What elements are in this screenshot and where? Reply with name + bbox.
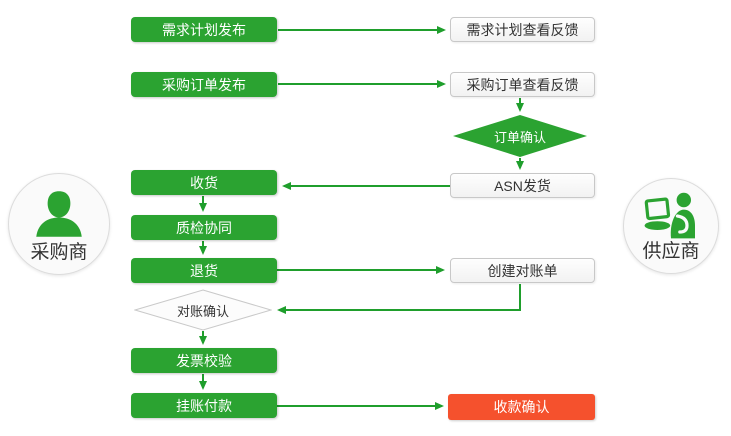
node-demand-plan-feedback: 需求计划查看反馈 [450, 17, 595, 42]
buyer-avatar: 采购商 [8, 173, 110, 275]
node-label: 收款确认 [493, 399, 550, 415]
node-label: 需求计划查看反馈 [466, 21, 579, 38]
node-label: 创建对账单 [487, 262, 558, 279]
node-receive-goods: 收货 [131, 170, 277, 195]
node-label: 挂账付款 [176, 397, 232, 414]
node-label: 订单确认 [493, 129, 546, 145]
buyer-label: 采购商 [30, 241, 88, 263]
node-quality-collaboration: 质检协同 [131, 215, 277, 240]
supplier-label: 供应商 [642, 240, 700, 262]
diamond-shape [453, 115, 587, 157]
node-po-publish: 采购订单发布 [131, 72, 277, 97]
node-asn-shipment: ASN发货 [450, 173, 595, 198]
node-reconciliation-confirm: 对账确认 [134, 289, 272, 331]
node-demand-plan-publish: 需求计划发布 [131, 17, 277, 42]
node-label: 退货 [190, 262, 218, 279]
arrow-statement-to-reconciliation [277, 284, 521, 314]
person-laptop-icon [644, 192, 695, 238]
node-label: 收货 [190, 174, 218, 191]
node-label: 发票校验 [176, 352, 232, 369]
node-label: ASN发货 [494, 177, 551, 194]
node-label: 需求计划发布 [162, 21, 246, 38]
node-order-confirm: 订单确认 [453, 115, 587, 157]
supplier-avatar: 供应商 [623, 178, 719, 274]
node-label: 采购订单发布 [162, 76, 246, 93]
node-po-feedback: 采购订单查看反馈 [450, 72, 595, 97]
node-label: 质检协同 [176, 219, 232, 236]
diamond-shape [134, 289, 272, 331]
node-return-goods: 退货 [131, 258, 277, 283]
node-book-payment: 挂账付款 [131, 393, 277, 418]
node-receipt-confirm: 收款确认 [448, 394, 595, 420]
node-create-statement: 创建对账单 [450, 258, 595, 283]
node-invoice-verification: 发票校验 [131, 348, 277, 373]
node-label: 对账确认 [176, 303, 229, 319]
node-label: 采购订单查看反馈 [466, 76, 579, 93]
person-icon [36, 190, 82, 237]
